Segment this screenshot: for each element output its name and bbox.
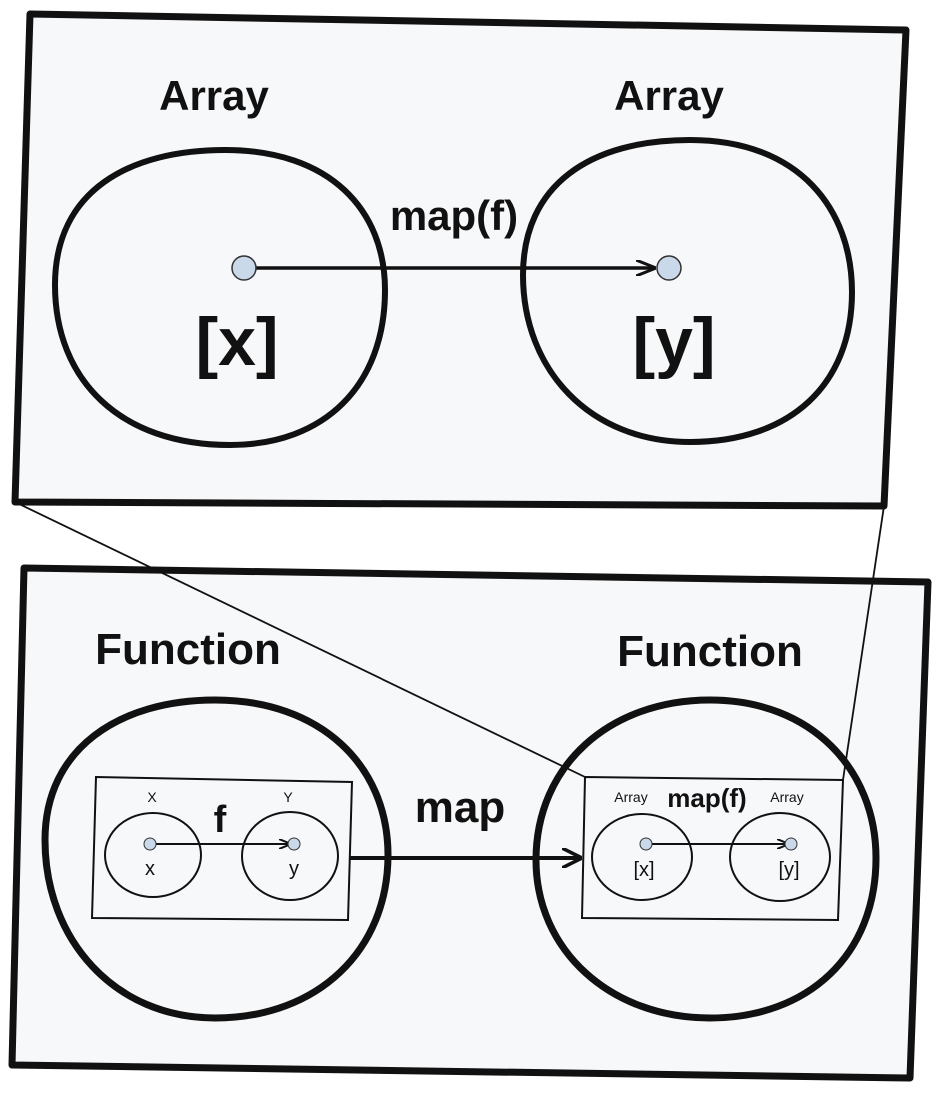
bottom-left-set-circle <box>41 696 392 1022</box>
inner-right-codomain-point <box>784 837 798 851</box>
inner-left-domain-point <box>143 837 157 851</box>
zoom-line-right <box>842 505 885 781</box>
bottom-panel: Function Function X Y f x y map Array Ar… <box>8 564 932 1082</box>
inner-right-codomain-title: Array <box>770 789 803 805</box>
inner-left-domain-circle <box>104 812 202 898</box>
inner-right-codomain-element: [y] <box>778 859 799 881</box>
inner-right-arrow-label: map(f) <box>667 783 746 813</box>
inner-left-codomain-circle <box>241 811 339 901</box>
inner-left-domain-element: x <box>145 858 155 880</box>
bottom-panel-frame <box>8 564 932 1082</box>
top-right-set-title: Array <box>614 72 724 119</box>
inner-right-domain-point <box>639 837 653 851</box>
bottom-right-set-circle <box>532 696 880 1022</box>
bottom-right-set-title: Function <box>617 627 803 676</box>
inner-right-domain-element: [x] <box>633 859 654 881</box>
top-left-element: [x] <box>195 304 278 380</box>
inner-function-map-f: Array Array map(f) [x] [y] <box>580 775 845 922</box>
inner-function-f: X Y f x y <box>90 775 354 922</box>
top-right-element: [y] <box>632 304 715 380</box>
inner-left-arrow-label: f <box>214 799 227 841</box>
top-panel: Array Array map(f) [x] [y] <box>11 10 910 510</box>
inner-left-codomain-element: y <box>289 858 299 880</box>
top-left-set-circle <box>51 146 389 449</box>
inner-left-domain-title: X <box>147 789 157 805</box>
bottom-arrow-label: map <box>415 783 505 832</box>
inner-right-domain-title: Array <box>614 789 647 805</box>
inner-right-domain-circle <box>591 813 693 901</box>
top-arrow-label: map(f) <box>390 192 518 239</box>
inner-right-codomain-circle <box>729 812 831 902</box>
inner-left-codomain-title: Y <box>283 789 293 805</box>
top-right-point <box>656 255 682 281</box>
inner-left-codomain-point <box>287 837 301 851</box>
zoom-line-left <box>14 501 586 778</box>
top-right-set-circle <box>519 136 856 446</box>
top-left-set-title: Array <box>159 72 269 119</box>
top-left-point <box>231 255 257 281</box>
bottom-left-set-title: Function <box>95 625 281 674</box>
